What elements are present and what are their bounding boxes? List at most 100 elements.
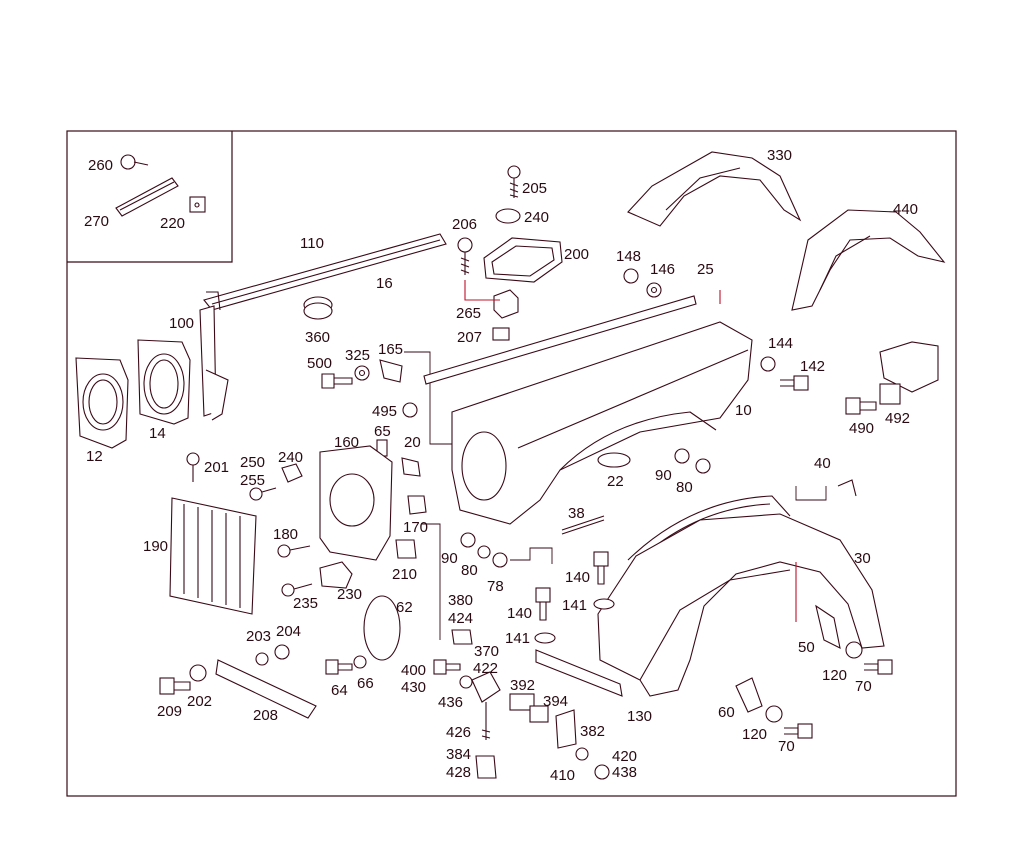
part-206-screw (457, 237, 473, 275)
label-30: 30 (854, 550, 871, 567)
part-110-rail (203, 233, 447, 311)
label-144: 144 (768, 335, 793, 352)
part-148-nut (623, 268, 639, 284)
part-436-washer (459, 675, 473, 689)
part-120-washer-a (845, 641, 863, 659)
label-190: 190 (143, 538, 168, 555)
part-422-bracket (471, 671, 501, 703)
part-165-bracket (379, 359, 403, 383)
part-220-clip (189, 196, 206, 213)
part-325-washer (354, 365, 370, 381)
label-202: 202 (187, 693, 212, 710)
label-65: 65 (374, 423, 391, 440)
part-66-washer (353, 655, 367, 669)
part-235-screw (281, 583, 313, 597)
part-205-screw (507, 165, 521, 198)
part-230-cap (319, 561, 353, 589)
part-240-nut (281, 463, 303, 483)
part-140-bolt-b (535, 587, 551, 621)
part-400-bolt (433, 659, 461, 675)
part-20-clip (401, 457, 421, 477)
part-50-bracket (815, 604, 841, 649)
label-220: 220 (160, 215, 185, 232)
label-130: 130 (627, 708, 652, 725)
diagram-frame (66, 130, 957, 797)
part-70-bolt-a (864, 659, 893, 675)
label-90-b: 90 (441, 550, 458, 567)
part-140-bolt-a (593, 551, 609, 585)
part-209-bolt (159, 677, 191, 695)
label-382: 382 (580, 723, 605, 740)
label-80-b: 80 (461, 562, 478, 579)
label-62: 62 (396, 599, 413, 616)
part-40-clip (837, 479, 857, 497)
label-180: 180 (273, 526, 298, 543)
part-144-washer (760, 356, 776, 372)
part-492-bushing (879, 383, 901, 405)
leader-265 (464, 280, 500, 301)
label-394: 394 (543, 693, 568, 710)
label-440: 440 (893, 201, 918, 218)
label-141-a: 141 (562, 597, 587, 614)
part-208-bracket (215, 659, 317, 719)
label-40: 40 (814, 455, 831, 472)
leader-78 (510, 547, 553, 564)
part-180-screw (277, 544, 311, 558)
label-70-b: 70 (778, 738, 795, 755)
part-207-nut-plate (492, 327, 510, 341)
leader-165-20 (404, 351, 455, 445)
label-22: 22 (607, 473, 624, 490)
label-165: 165 (378, 341, 403, 358)
part-265-block (493, 289, 519, 319)
label-230: 230 (337, 586, 362, 603)
part-330-wheel-arch (627, 151, 802, 227)
label-492: 492 (885, 410, 910, 427)
label-203: 203 (246, 628, 271, 645)
part-201-screw (186, 452, 200, 482)
part-14-headlamp-housing (137, 339, 191, 425)
label-428: 428 (446, 764, 471, 781)
label-422: 422 (473, 660, 498, 677)
part-420-nut (594, 764, 610, 780)
label-265: 265 (456, 305, 481, 322)
part-190-grille (169, 497, 257, 615)
label-16: 16 (376, 275, 393, 292)
label-384: 384 (446, 746, 471, 763)
part-80-washer (695, 458, 711, 474)
label-235: 235 (293, 595, 318, 612)
label-270: 270 (84, 213, 109, 230)
label-370: 370 (474, 643, 499, 660)
label-250: 250 (240, 454, 265, 471)
label-330: 330 (767, 147, 792, 164)
label-206: 206 (452, 216, 477, 233)
label-205: 205 (522, 180, 547, 197)
part-62-cover-plate (363, 595, 401, 661)
part-394-spacer (529, 705, 549, 723)
label-80-a: 80 (676, 479, 693, 496)
part-142-bolt (780, 375, 809, 391)
label-120-a: 120 (822, 667, 847, 684)
part-10-front-fender (451, 321, 753, 525)
label-25: 25 (697, 261, 714, 278)
part-160-lamp-cover (319, 445, 393, 561)
part-202-washer (189, 664, 207, 682)
label-207: 207 (457, 329, 482, 346)
part-90-nut (674, 448, 690, 464)
label-110: 110 (300, 235, 324, 252)
part-30-rear-fender (597, 513, 885, 697)
part-260-screw (120, 154, 149, 170)
label-140-a: 140 (565, 569, 590, 586)
label-392: 392 (510, 677, 535, 694)
label-240-b: 240 (278, 449, 303, 466)
part-78-washer (492, 552, 508, 568)
part-70-bolt-b (784, 723, 813, 739)
part-100-pillar (199, 305, 229, 421)
part-240-clip (495, 208, 521, 224)
label-170: 170 (403, 519, 428, 536)
part-255-screw (249, 487, 277, 501)
part-60-bracket (735, 677, 763, 713)
label-60: 60 (718, 704, 735, 721)
part-141-washer-a (593, 598, 615, 610)
part-25-strip (423, 295, 697, 385)
